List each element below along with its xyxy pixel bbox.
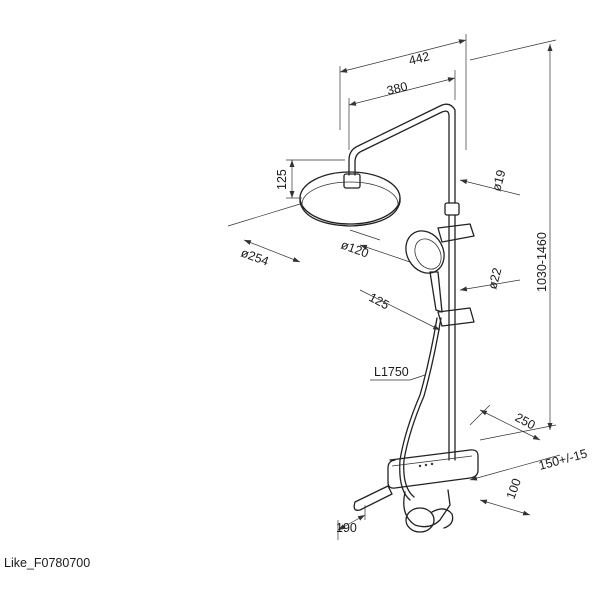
dim-150: 150+/-15 — [537, 447, 589, 473]
dimension-lines — [227, 34, 561, 540]
dim-380: 380 — [385, 79, 409, 98]
dimension-labels: 442 380 125 ø254 ø120 ø19 ø22 125 L1750 … — [239, 49, 589, 535]
thermostat-shelf — [387, 449, 479, 489]
overhead-arm-inner — [354, 110, 450, 204]
dim-254: ø254 — [239, 246, 271, 269]
dim-total-height: 1030-1460 — [535, 232, 549, 292]
dim-125-hand: 125 — [367, 290, 392, 312]
dim-442: 442 — [407, 49, 431, 68]
rain-shower-head — [299, 171, 401, 225]
hand-shower-handle — [429, 271, 443, 313]
dim-190: 190 — [336, 521, 357, 535]
dim-100: 100 — [504, 477, 524, 501]
mixer-body — [403, 489, 451, 528]
shower-system — [299, 103, 479, 533]
dim-19: ø19 — [489, 168, 508, 192]
upper-bracket — [437, 223, 475, 243]
slider-holder — [437, 307, 475, 327]
overhead-arm — [348, 103, 456, 204]
bath-spout — [353, 485, 393, 511]
dim-hose-length: L1750 — [374, 365, 409, 379]
bar-coupling — [444, 202, 460, 216]
dim-125-head: 125 — [275, 169, 289, 190]
drawing-caption: Like_F0780700 — [4, 556, 91, 570]
head-connector — [343, 173, 361, 189]
shower-hose — [399, 317, 438, 501]
diverter-knob — [405, 507, 435, 533]
mixer-handle — [431, 508, 454, 529]
dim-22: ø22 — [485, 266, 504, 290]
dim-120: ø120 — [339, 238, 371, 261]
hand-shower-head — [405, 230, 445, 274]
